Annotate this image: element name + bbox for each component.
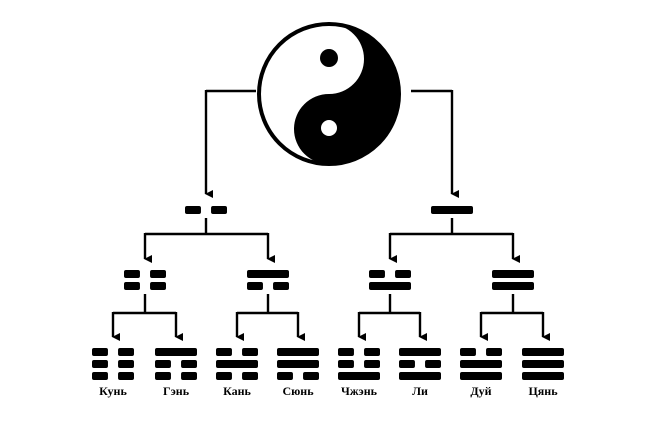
yin-line-left [124,282,140,290]
yin-line-left [216,372,232,380]
yang-line [522,348,564,356]
yin-line-left [460,348,476,356]
yin-line-left [216,348,232,356]
trigram-label-kun: Кунь [99,384,127,398]
yin-line-right [364,348,380,356]
symbols [92,206,564,380]
trigram-li [399,348,441,380]
trigram-labels: Кунь Гэнь Кань Сюнь Чжэнь Ли Дуй Цянь [99,384,558,398]
yin-line-right [181,360,197,368]
trigram-label-gen: Гэнь [163,384,190,398]
yin-line-right [181,372,197,380]
trigram-dui [460,348,502,380]
yang-line [522,372,564,380]
yang-line [460,372,502,380]
yang-line [492,270,534,278]
yin-line-right [242,348,258,356]
yin-line-right [395,270,411,278]
yin-line-right [211,206,227,214]
yin-line-right [118,372,134,380]
yang-line [369,282,411,290]
monogram-yin [185,206,227,214]
connectors [111,89,550,341]
yin-line-left [155,360,171,368]
yang-line [431,206,473,214]
trigram-label-kan: Кань [223,384,251,398]
yin-line-left [124,270,140,278]
yang-line [277,348,319,356]
yin-line-right [364,360,380,368]
yang-line [492,282,534,290]
digram-greater-yang [492,270,534,290]
yin-line-right [242,372,258,380]
yin-yang-icon [257,22,401,166]
yin-line-right [303,372,319,380]
yang-line [399,372,441,380]
yang-line [216,360,258,368]
yin-line-right [425,360,441,368]
yang-line [247,270,289,278]
yin-line-right [150,282,166,290]
yin-line-left [92,360,108,368]
yin-line-left [247,282,263,290]
yin-line-right [273,282,289,290]
yin-line-right [150,270,166,278]
trigram-gen [155,348,197,380]
yang-line [522,360,564,368]
trigram-qian [522,348,564,380]
yang-line [277,360,319,368]
yang-line [338,372,380,380]
trigram-label-xun: Сюнь [282,384,314,398]
yin-line-left [338,360,354,368]
yin-line-left [92,372,108,380]
yang-dot [321,120,337,136]
yang-line [460,360,502,368]
trigram-label-li: Ли [412,384,428,398]
yin-line-left [277,372,293,380]
trigram-kun [92,348,134,380]
trigram-label-qian: Цянь [528,384,558,398]
yin-line-right [118,360,134,368]
yang-line [155,348,197,356]
trigram-kan [216,348,258,380]
yin-line-left [92,348,108,356]
yin-line-left [369,270,385,278]
digram-lesser-yin [369,270,411,290]
digram-greater-yin [124,270,166,290]
yin-line-left [155,372,171,380]
trigram-zhen [338,348,380,380]
monogram-yang [431,206,473,214]
yin-line-left [399,360,415,368]
yin-dot [320,49,338,67]
yin-line-left [338,348,354,356]
yin-line-right [118,348,134,356]
trigram-label-zhen: Чжэнь [341,384,378,398]
yang-line [399,348,441,356]
yin-line-left [185,206,201,214]
digram-lesser-yang [247,270,289,290]
trigram-xun [277,348,319,380]
yin-line-right [486,348,502,356]
trigram-label-dui: Дуй [470,384,491,398]
